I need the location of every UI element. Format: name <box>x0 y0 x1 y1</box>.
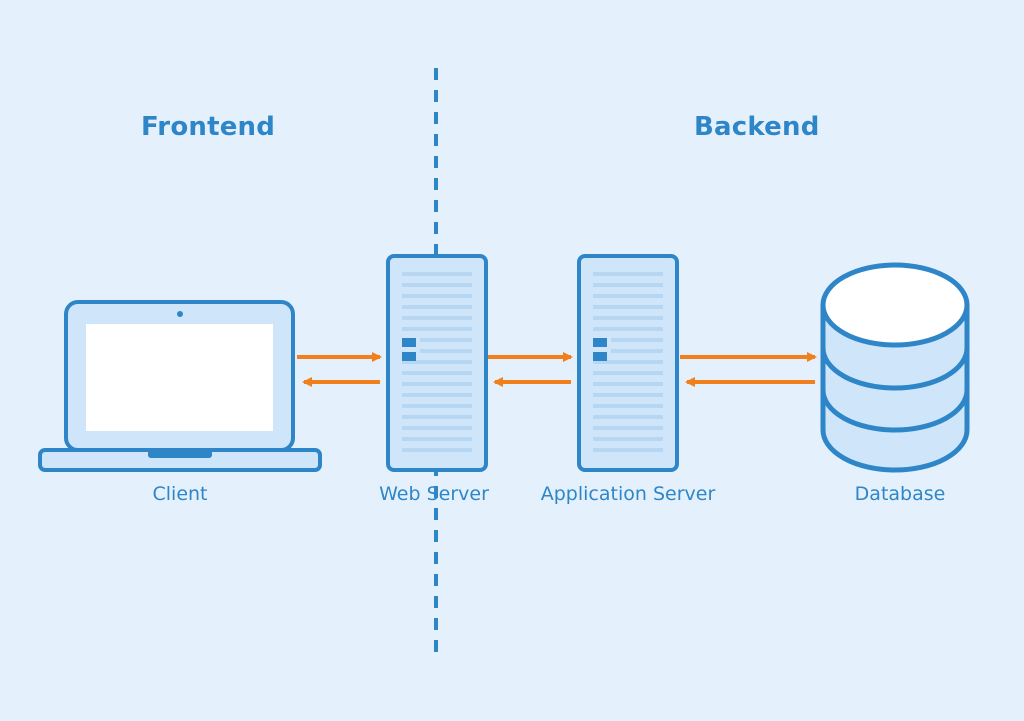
server-icon <box>386 254 488 472</box>
server-icon <box>577 254 679 472</box>
frontend-heading: Frontend <box>141 112 276 142</box>
application-server-label: Application Server <box>540 483 716 505</box>
laptop-icon <box>38 300 322 472</box>
database-icon <box>820 262 970 473</box>
backend-heading: Backend <box>694 112 820 142</box>
client-label: Client <box>152 483 208 505</box>
web-server-label: Web Server <box>379 483 489 505</box>
database-label: Database <box>854 483 946 505</box>
